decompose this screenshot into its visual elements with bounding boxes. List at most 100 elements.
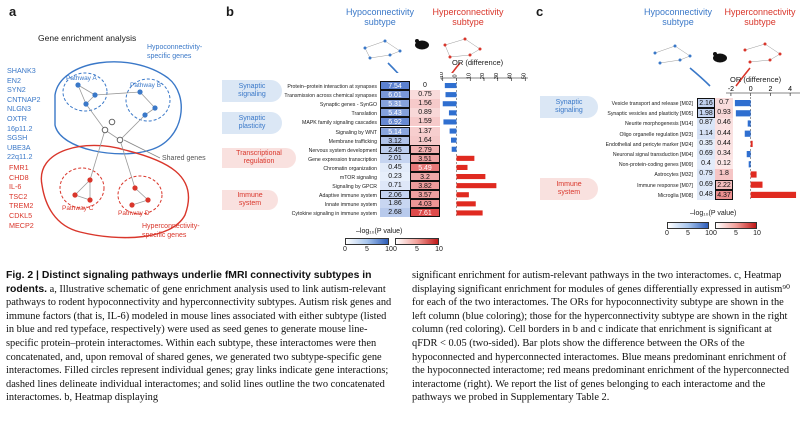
or-bar [448,110,457,116]
b-hyper-subtype-title: Hyperconnectivity subtype [432,7,504,27]
heatmap-row-label: Chromatin organization [323,165,377,172]
colorbar-tick: 10 [753,230,761,237]
or-tick-label: 2 [768,86,772,93]
or-bar [456,174,486,180]
heatmap-row-label: Membrane trafficking [328,138,377,145]
gene-label: TREM2 [9,201,34,211]
caption-column-1: Fig. 2 | Distinct signaling pathways und… [6,269,396,405]
or-bar [456,201,476,207]
hyper-cell: 0.12 [715,159,733,170]
gene-label: MECP2 [9,220,34,230]
hyper-cell: 0.44 [715,138,733,149]
hyper-cell: 3.82 [410,181,440,191]
hyper-cell: 3.57 [410,190,440,200]
or-bar [449,128,457,134]
heatmap-row-label: Transmission across chemical synapses [284,93,377,100]
hyper-cell: 0.44 [715,128,733,139]
hyper-cell: 1.64 [410,135,440,145]
hyper-cell: 3.2 [410,172,440,182]
colorbar-tick: 0 [713,230,717,237]
gene-label: SGSH [7,133,28,143]
or-bar [744,130,751,137]
blue-colorbar [667,222,709,229]
gene-label: 16p11.2 [7,123,33,133]
hypo-cell: 0.48 [697,189,715,200]
heatmap-row-label: Signaling by WNT [335,129,377,136]
interactome-schematic [40,61,190,239]
or-bar [734,100,751,107]
hypo-cell: 0.45 [380,162,410,172]
heatmap-row-label: Oligo organelle regulation [M23] [619,131,693,138]
hypo-cell: 1.86 [380,199,410,209]
or-bar [456,210,483,216]
or-bar [750,171,757,178]
gene-label: CNTNAP2 [7,94,41,104]
hypo-cell: 6.92 [380,117,410,127]
hyper-cell: 0.93 [715,108,733,119]
hypo-interactome-outline [54,61,182,155]
c-network-illustrations [653,42,782,87]
panel-a-title: Gene enrichment analysis [38,33,137,43]
hypo-cell: 6.01 [380,90,410,100]
mouse-icon [713,53,727,63]
or-bar [451,137,457,143]
or-tick-label: 30 [494,73,500,79]
hypo-cell: 2.01 [380,153,410,163]
or-bar [456,192,469,198]
gene-label: IL-6 [9,182,22,192]
heatmap-row-label: Cytokine signaling in immune system [291,211,377,218]
hypo-cell: 1.98 [697,108,715,119]
hypo-cell: 0.35 [697,138,715,149]
group-label: Immune system [222,190,278,210]
heatmap-row-label: Neurite morphogenesis [M14] [624,121,693,128]
or-bar [444,83,457,89]
hypo-cell: 5.14 [380,126,410,136]
colorbar-tick: 10 [385,246,393,253]
heatmap-row-label: Vesicle transport and release [M02] [611,101,693,107]
hypo-cell: 0.69 [697,149,715,160]
or-tick-label: 10 [466,73,472,79]
heatmap-row-label: Signaling by GPCR [332,184,377,191]
hyper-cell: 1.8 [715,169,733,180]
gene-label: OXTR [7,113,27,123]
hyper-cell: 0.89 [410,108,440,118]
or-bar [456,183,497,189]
hyper-cell: 7.61 [410,208,440,218]
panel-c-letter: c [536,4,544,19]
caption-text-1: a, Illustrative schematic of gene enrich… [6,283,392,404]
group-label: Synaptic signaling [540,96,598,118]
panel-b-letter: b [226,4,234,19]
hypo-cell: 3.12 [380,135,410,145]
group-label: Synaptic plasticity [222,112,282,134]
group-label: Transcriptional regulation [222,148,296,168]
caption-text-2: significant enrichment for autism-releva… [412,270,791,404]
mouse-icon [415,40,429,50]
or-bar [456,164,468,170]
hyper-interactome-outline [40,144,190,239]
hypo-cell: 5.31 [380,99,410,109]
heatmap-row-label: Adaptive immune system [319,193,377,200]
or-tick-label: 0 [453,74,459,77]
hypo-cell: 0.79 [697,169,715,180]
b-xlabel: –log₁₀(P value) [356,228,403,235]
or-bar [746,151,751,158]
or-bar [750,181,763,188]
or-bar [735,110,751,117]
colorbar-tick: 10 [705,230,713,237]
red-colorbar [715,222,757,229]
hyper-cell: 0.46 [715,118,733,129]
b-network-illustrations [363,37,482,73]
or-tick-label: -2 [728,86,734,93]
or-bar [442,101,457,107]
red-colorbar [395,238,439,245]
pathway-a-label: Pathway A [66,75,97,82]
hyper-cell: 3.51 [410,153,440,163]
gene-label: FMR1 [9,163,29,172]
caption-heading: Fig. 2 | Distinct signaling pathways und… [6,270,372,295]
pathway-c-outline [59,167,105,209]
or-tick-label: 0 [749,86,753,93]
pathway-d-label: Pathway D [118,210,150,217]
group-label: Synaptic signaling [222,80,282,102]
